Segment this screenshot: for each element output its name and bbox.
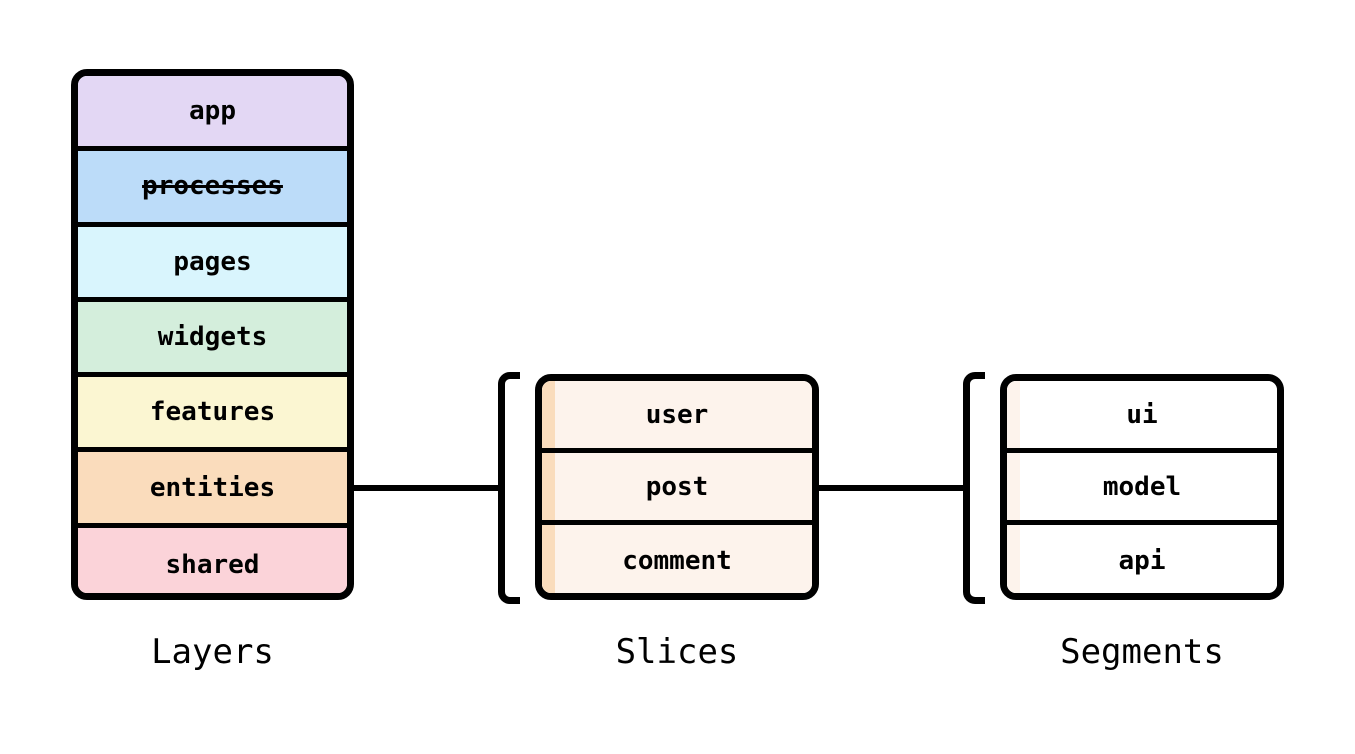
slice-label-comment: comment [622,546,732,576]
segment-stripe [1007,453,1020,520]
layer-row-processes[interactable]: processes [78,151,347,227]
connector-layers-to-slices [350,485,504,491]
slice-label-user: user [645,399,709,430]
segment-label-api: api [1118,546,1166,576]
layers-stack: app processes pages widgets features ent… [71,69,354,600]
segment-stripe [1007,525,1020,593]
segment-label-ui: ui [1126,399,1158,430]
segments-stack: ui model api [1000,374,1284,600]
slices-bracket [498,372,520,604]
connector-slices-to-segments [816,485,969,491]
segment-row-api[interactable]: api [1007,525,1277,593]
layer-row-app[interactable]: app [78,76,347,152]
layer-row-entities[interactable]: entities [78,452,347,528]
layer-label-entities: entities [149,472,276,503]
slice-stripe [542,525,555,593]
slice-row-user[interactable]: user [542,381,812,453]
layer-row-features[interactable]: features [78,377,347,453]
slice-stripe [542,453,555,520]
layer-label-processes: processes [142,171,283,202]
slice-stripe [542,381,555,448]
slice-label-post: post [645,471,709,502]
layer-label-app: app [189,96,236,127]
layer-label-shared: shared [165,550,260,581]
caption-layers: Layers [151,632,274,672]
segment-row-ui[interactable]: ui [1007,381,1277,453]
slice-row-comment[interactable]: comment [542,525,812,593]
segment-label-model: model [1102,471,1182,502]
segment-stripe [1007,381,1020,448]
caption-slices: Slices [615,632,739,672]
segment-row-model[interactable]: model [1007,453,1277,525]
layer-label-widgets: widgets [157,322,268,353]
caption-segments: Segments [1060,632,1224,672]
layer-row-pages[interactable]: pages [78,226,347,302]
layer-row-widgets[interactable]: widgets [78,301,347,378]
layer-label-pages: pages [173,246,252,277]
slice-row-post[interactable]: post [542,453,812,525]
layer-row-shared[interactable]: shared [78,527,347,593]
layer-label-features: features [149,397,276,428]
segments-bracket [963,372,985,604]
slices-stack: user post comment [535,374,819,600]
